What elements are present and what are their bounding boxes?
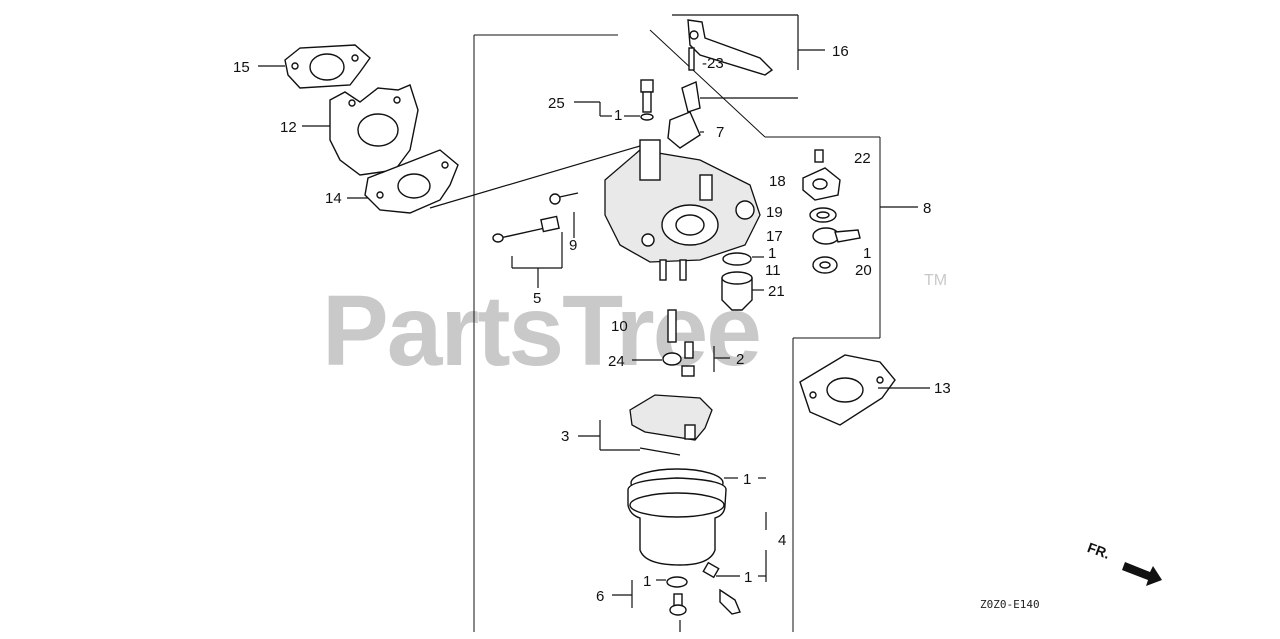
callout-1-right: 1 [863,245,871,262]
assembly-boundary [473,29,881,632]
fr-label: FR. [1085,539,1112,562]
callout-6: 6 [596,588,604,605]
callout-5: 5 [533,290,541,307]
front-arrow-icon [1122,562,1162,586]
screw-part-22[interactable] [814,149,824,163]
callout-23: -23 [702,55,724,72]
callout-3: 3 [561,428,569,445]
pin-part-23[interactable] [688,47,695,71]
callout-11: 11 [765,262,781,279]
callout-7: 7 [716,124,724,141]
callout-2: 2 [736,351,744,368]
gasket-part-15[interactable] [284,44,371,89]
callout-17: 17 [766,228,783,245]
callout-21: 21 [768,283,785,300]
callout-1-top: 1 [614,107,622,124]
washer-part-1-bottom[interactable] [666,576,688,588]
callout-22: 22 [854,150,871,167]
front-direction-indicator: FR. [1085,539,1162,586]
callout-8: 8 [923,200,931,217]
callout-12: 12 [280,119,297,136]
callout-13: 13 [934,380,951,397]
callout-1-bolt: 1 [643,573,651,590]
plate-part-18[interactable] [802,167,841,201]
callout-9: 9 [569,237,577,254]
drain-screw[interactable] [719,588,741,615]
callout-20: 20 [855,262,872,279]
valve-part-17[interactable] [812,227,861,245]
bolt-part-6[interactable] [669,593,687,616]
insulator-part-12[interactable] [329,84,419,176]
float-chamber-part-4[interactable] [627,477,727,579]
callout-19: 19 [766,204,783,221]
watermark-tm: TM [924,272,947,289]
callout-leaders [258,14,930,632]
carburetor-body[interactable] [604,139,761,281]
throttle-stop-screw-part-5[interactable] [492,215,560,243]
callout-1-mid: 1 [768,245,776,262]
gasket-part-13[interactable] [799,354,896,426]
float-valve-part-2[interactable] [681,341,695,377]
callout-4: 4 [778,532,786,549]
callout-24: 24 [608,353,625,370]
nut-part-20[interactable] [812,256,838,274]
callout-15: 15 [233,59,250,76]
choke-shaft-part-7[interactable] [667,81,701,149]
leader-line [429,145,641,209]
gasket-part-14[interactable] [364,149,459,214]
screw-part-25[interactable] [640,79,654,121]
callout-10: 10 [611,318,628,335]
pilot-screw-part-9[interactable] [549,192,579,205]
callout-1-drain: 1 [744,569,752,586]
float-part-3[interactable] [629,394,713,456]
o-ring-part-11[interactable] [722,252,752,266]
main-nozzle-part-10[interactable] [667,309,677,343]
washer-part-19[interactable] [809,207,837,223]
callout-16: 16 [832,43,849,60]
callout-14: 14 [325,190,342,207]
choke-lever-part-16[interactable] [687,19,774,76]
callout-18: 18 [769,173,786,190]
jet-part-21[interactable] [721,271,753,311]
main-jet-part-24[interactable] [662,352,682,366]
callout-labels: 15 12 14 25 1 7 16 -23 22 18 19 17 1 20 … [233,43,951,605]
callout-1-chamber: 1 [743,471,751,488]
callout-25: 25 [548,95,565,112]
figure-code: Z0Z0-E140 [980,598,1040,611]
